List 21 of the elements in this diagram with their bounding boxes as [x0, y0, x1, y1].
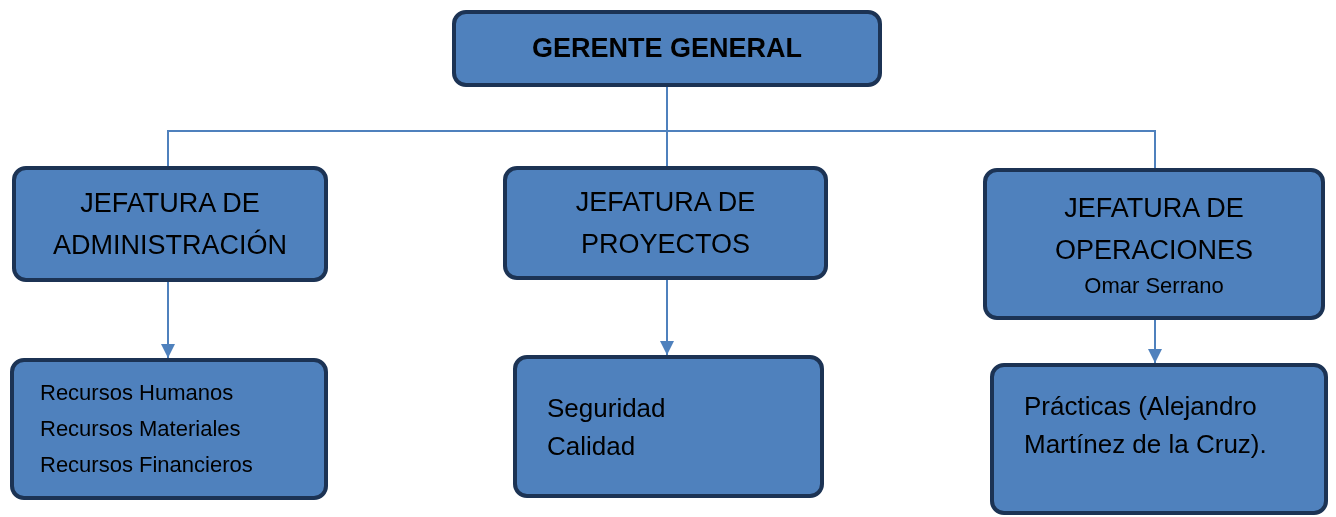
department-box	[503, 166, 828, 280]
department-box	[12, 166, 328, 282]
box-title: JEFATURA DE PROYECTOS	[574, 186, 757, 261]
box-item: Recursos Financieros	[40, 451, 253, 479]
box-item: Prácticas (Alejandro Martínez de la Cruz).	[1024, 390, 1268, 461]
unit-box	[513, 355, 824, 498]
unit-box	[10, 358, 328, 500]
box-title: JEFATURA DE OPERACIONES	[1053, 192, 1254, 267]
arrow	[660, 279, 674, 356]
box-item: Calidad	[547, 429, 636, 463]
box-title: GERENTE GENERAL	[532, 32, 802, 66]
arrow	[1148, 319, 1162, 364]
box-title: JEFATURA DE ADMINISTRACIÓN	[52, 187, 288, 262]
arrow	[161, 281, 175, 359]
person-name: Omar Serrano	[1083, 272, 1225, 300]
box-item: Recursos Humanos	[40, 379, 234, 407]
box-item: Recursos Materiales	[40, 415, 241, 443]
manager-box	[452, 10, 882, 87]
unit-box	[990, 363, 1328, 515]
box-item: Seguridad	[547, 391, 666, 425]
department-box	[983, 168, 1325, 320]
